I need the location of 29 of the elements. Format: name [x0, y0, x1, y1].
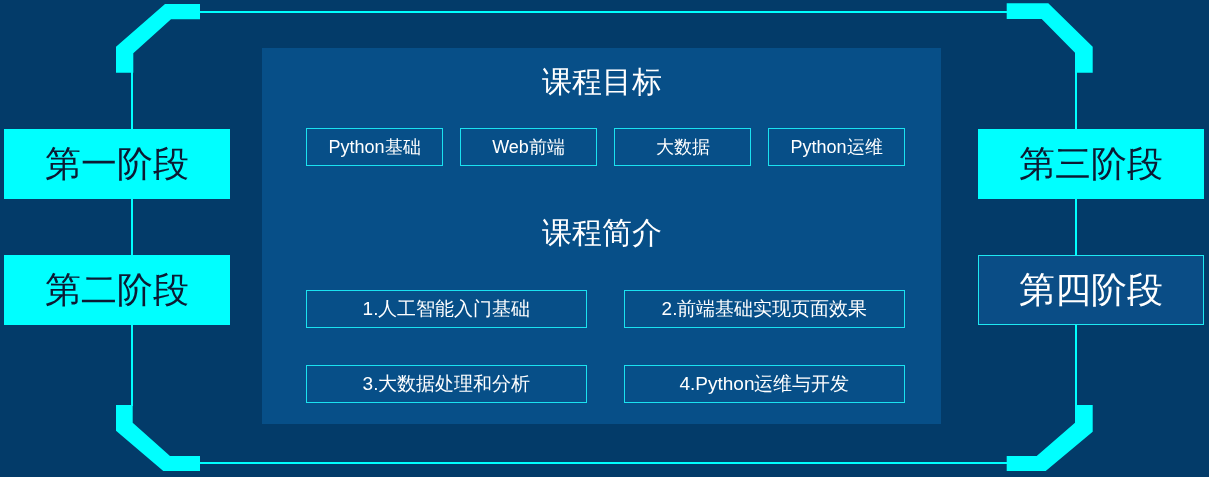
intro-label: 4.Python运维与开发 — [679, 373, 850, 395]
connector-line — [1075, 198, 1077, 256]
intro-label: 3.大数据处理和分析 — [362, 373, 531, 395]
goal-box — [306, 128, 443, 166]
stage-label: 第二阶段 — [45, 269, 189, 311]
intro-label: 2.前端基础实现页面效果 — [661, 298, 868, 320]
stage-label: 第三阶段 — [1019, 143, 1163, 185]
intro-label: 1.人工智能入门基础 — [362, 298, 531, 320]
intro-box — [624, 365, 905, 403]
goal-label: Web前端 — [492, 136, 565, 158]
stage-label: 第一阶段 — [45, 143, 189, 185]
section-heading: 课程目标 — [541, 64, 662, 100]
stage-box — [978, 255, 1204, 325]
stage-label: 第四阶段 — [1019, 269, 1163, 311]
section-heading: 课程简介 — [541, 215, 662, 251]
content-panel — [262, 48, 941, 424]
goal-box — [460, 128, 597, 166]
intro-box — [306, 365, 587, 403]
stage-box — [4, 255, 230, 325]
goal-label: Python基础 — [328, 136, 421, 158]
goal-box — [614, 128, 751, 166]
stage-box — [978, 129, 1204, 199]
intro-box — [624, 290, 905, 328]
goal-box — [768, 128, 905, 166]
connector-line — [131, 198, 133, 256]
goal-label: 大数据 — [655, 136, 710, 158]
goal-label: Python运维 — [790, 136, 883, 158]
intro-box — [306, 290, 587, 328]
stage-box — [4, 129, 230, 199]
